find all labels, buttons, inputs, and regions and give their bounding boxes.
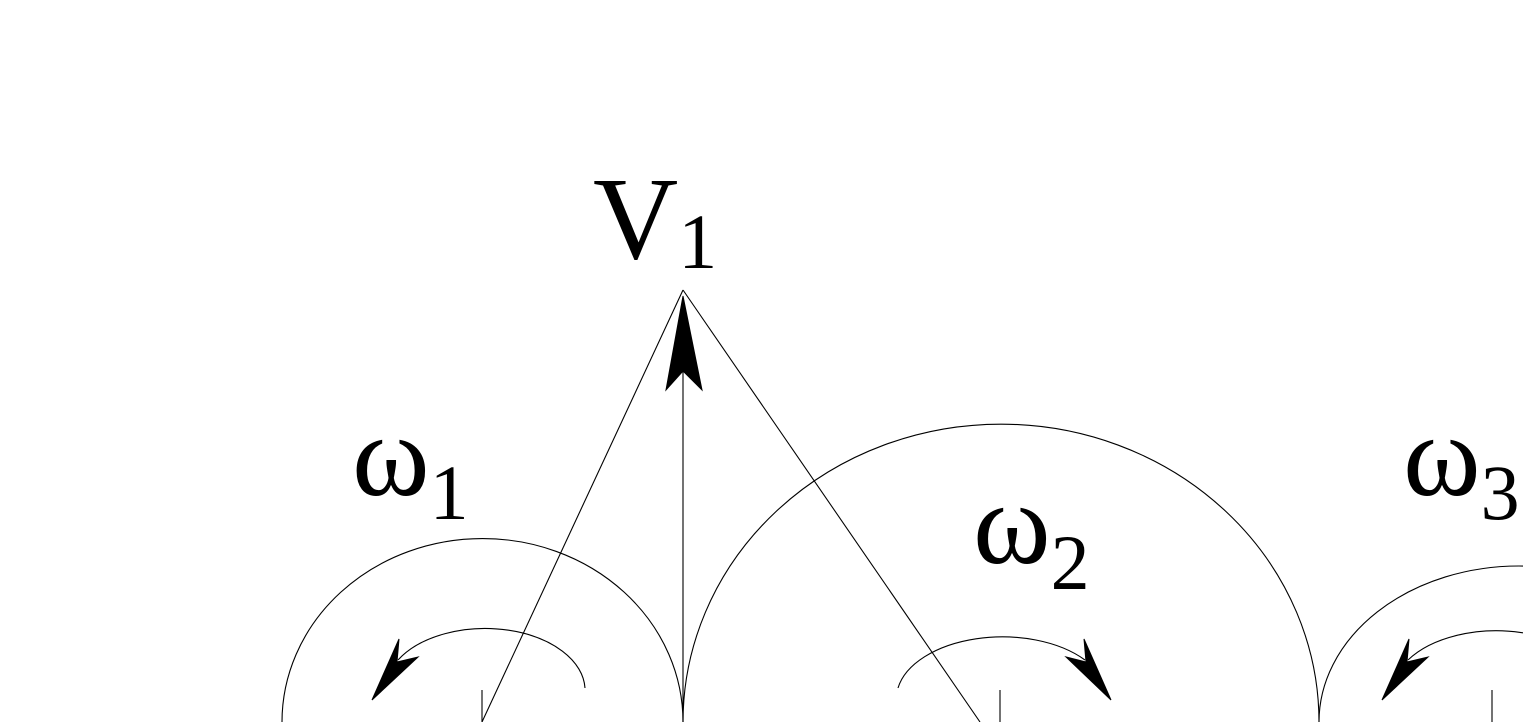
rotation-arc-1	[397, 627, 586, 689]
omega3-symbol: ω	[1403, 390, 1481, 521]
omega2-symbol: ω	[973, 458, 1051, 589]
omega3-label: ω3	[1403, 390, 1520, 536]
rotation-arrowhead-2	[1064, 638, 1112, 701]
circle-1-arc	[281, 537, 684, 722]
rotation-arc-2	[897, 636, 1086, 689]
omega1-subscript: 1	[430, 449, 469, 536]
v1-label: V1	[593, 153, 717, 285]
triangle-left-leg	[481, 289, 684, 722]
circle-3-arc	[1318, 565, 1523, 722]
rotation-arrowhead-3	[1381, 638, 1430, 701]
v1-symbol: V	[593, 153, 678, 284]
omega3-subscript: 3	[1481, 449, 1520, 536]
velocity-arrowhead	[665, 295, 703, 392]
triangle-right-leg	[682, 289, 981, 722]
v1-subscript: 1	[678, 198, 717, 285]
omega1-symbol: ω	[352, 390, 430, 521]
rotation-arc-3	[1407, 630, 1523, 661]
circle-2-arc	[682, 423, 1320, 722]
omega2-subscript: 2	[1051, 519, 1090, 606]
omega1-label: ω1	[352, 390, 469, 536]
omega2-label: ω2	[973, 458, 1090, 606]
rotation-arrowhead-1	[371, 638, 420, 701]
